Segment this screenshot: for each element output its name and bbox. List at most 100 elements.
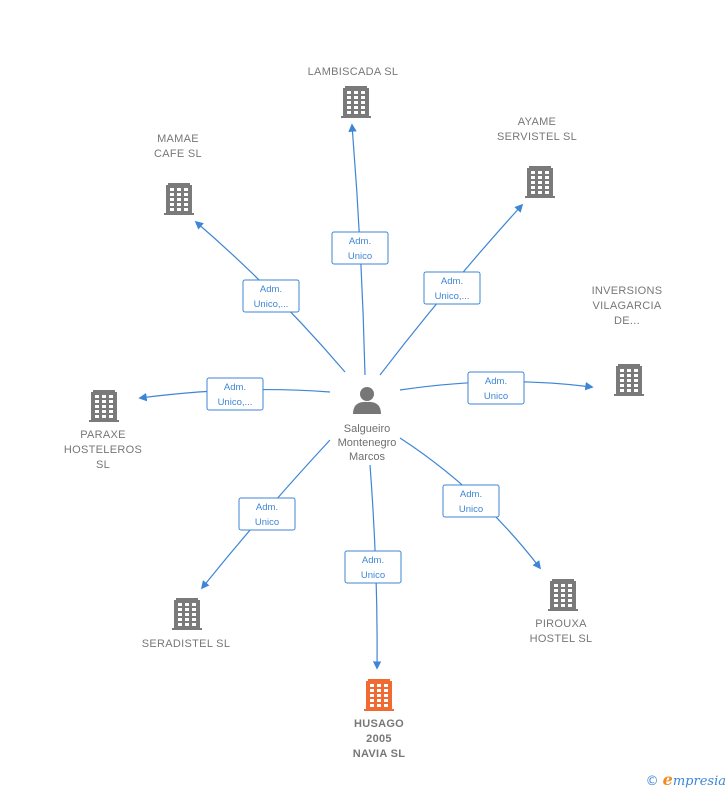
- building-window: [185, 608, 189, 611]
- building-window: [109, 415, 113, 418]
- building-window: [184, 193, 188, 196]
- building-window: [178, 623, 182, 626]
- building-roof: [176, 598, 198, 601]
- building-window: [538, 191, 542, 194]
- building-window: [627, 374, 631, 377]
- building-window: [538, 181, 542, 184]
- building-window: [185, 618, 189, 621]
- building-window: [545, 176, 549, 179]
- building-window: [370, 694, 374, 697]
- building-window: [568, 599, 572, 602]
- building-window: [545, 171, 549, 174]
- building-window: [102, 415, 106, 418]
- building-window: [370, 684, 374, 687]
- building-window: [361, 91, 365, 94]
- role-badge[interactable]: Adm.Unico,...: [423, 271, 481, 305]
- company-node-lambiscada[interactable]: LAMBISCADA SL: [308, 66, 399, 118]
- building-window: [377, 689, 381, 692]
- role-badge[interactable]: Adm.Unico: [442, 484, 500, 518]
- building-icon: [614, 364, 644, 396]
- role-text: Unico: [361, 570, 385, 581]
- building-window: [178, 613, 182, 616]
- role-text: Unico: [255, 517, 279, 528]
- building-window: [184, 188, 188, 191]
- company-name: SERADISTEL SL: [142, 638, 230, 650]
- company-name: VILAGARCIA: [592, 300, 661, 312]
- company-node-paraxe[interactable]: PARAXE HOSTELEROS SL: [64, 390, 142, 471]
- company-node-seradistel[interactable]: SERADISTEL SL: [142, 598, 230, 650]
- company-node-inversions[interactable]: INVERSIONSVILAGARCIADE...: [592, 285, 663, 396]
- role-text: Adm.: [460, 489, 482, 500]
- building-window: [192, 613, 196, 616]
- building-window: [568, 584, 572, 587]
- building-window: [384, 694, 388, 697]
- building-window: [184, 208, 188, 211]
- building-window: [354, 111, 358, 114]
- role-badge[interactable]: Adm.Unico: [467, 371, 525, 405]
- building-window: [538, 171, 542, 174]
- building-window: [554, 599, 558, 602]
- role-badge[interactable]: Adm.Unico,...: [206, 377, 264, 411]
- role-text: Unico,...: [254, 299, 289, 310]
- building-base: [172, 628, 202, 630]
- role-badge-box: [344, 550, 402, 584]
- company-name: DE...: [614, 315, 640, 327]
- building-roof: [529, 166, 551, 169]
- company-name: AYAME: [518, 116, 556, 128]
- role-badge[interactable]: Adm.Unico: [331, 231, 389, 265]
- person-icon: [353, 387, 381, 414]
- building-window: [554, 584, 558, 587]
- edge-mamae: Adm. Unico,...: [194, 220, 346, 373]
- building-window: [561, 589, 565, 592]
- building-window: [102, 405, 106, 408]
- role-text: Adm.: [441, 276, 463, 287]
- building-window: [377, 699, 381, 702]
- building-window: [109, 395, 113, 398]
- building-window: [620, 374, 624, 377]
- role-text: Adm.: [349, 236, 371, 247]
- building-base: [614, 394, 644, 396]
- building-window: [354, 101, 358, 104]
- company-name: HOSTELEROS: [64, 444, 142, 456]
- role-text: Adm.: [224, 382, 246, 393]
- building-window: [192, 623, 196, 626]
- building-window: [627, 389, 631, 392]
- company-name: MAMAE: [157, 133, 199, 145]
- company-node-mamae[interactable]: MAMAE CAFE SL: [154, 133, 202, 215]
- building-window: [102, 395, 106, 398]
- building-window: [568, 604, 572, 607]
- building-window: [361, 96, 365, 99]
- building-window: [627, 369, 631, 372]
- building-base: [341, 116, 371, 118]
- role-badge[interactable]: Adm. Unico,...: [242, 279, 300, 313]
- role-text: Adm.: [260, 284, 282, 295]
- building-window: [192, 603, 196, 606]
- building-window: [178, 618, 182, 621]
- building-icon: [525, 166, 555, 198]
- company-name: SL: [96, 459, 110, 471]
- building-base: [89, 420, 119, 422]
- role-badge[interactable]: Adm. Unico: [344, 550, 402, 584]
- building-window: [178, 603, 182, 606]
- building-window: [347, 91, 351, 94]
- building-window: [561, 604, 565, 607]
- role-badge[interactable]: Adm.Unico: [238, 497, 296, 531]
- company-name: PARAXE: [80, 429, 126, 441]
- building-window: [377, 694, 381, 697]
- company-name: NAVIA SL: [353, 748, 406, 760]
- building-window: [170, 208, 174, 211]
- edge-seradistel: Adm.Unico: [200, 439, 331, 590]
- company-name: LAMBISCADA SL: [308, 66, 399, 78]
- role-text: Adm.: [362, 555, 384, 566]
- building-window: [620, 384, 624, 387]
- building-roof: [552, 579, 574, 582]
- company-name: CAFE SL: [154, 148, 202, 160]
- building-window: [109, 400, 113, 403]
- building-window: [170, 203, 174, 206]
- edge-ayame: Adm.Unico,...: [379, 203, 524, 376]
- edge-paraxe: Adm.Unico,...: [138, 377, 331, 411]
